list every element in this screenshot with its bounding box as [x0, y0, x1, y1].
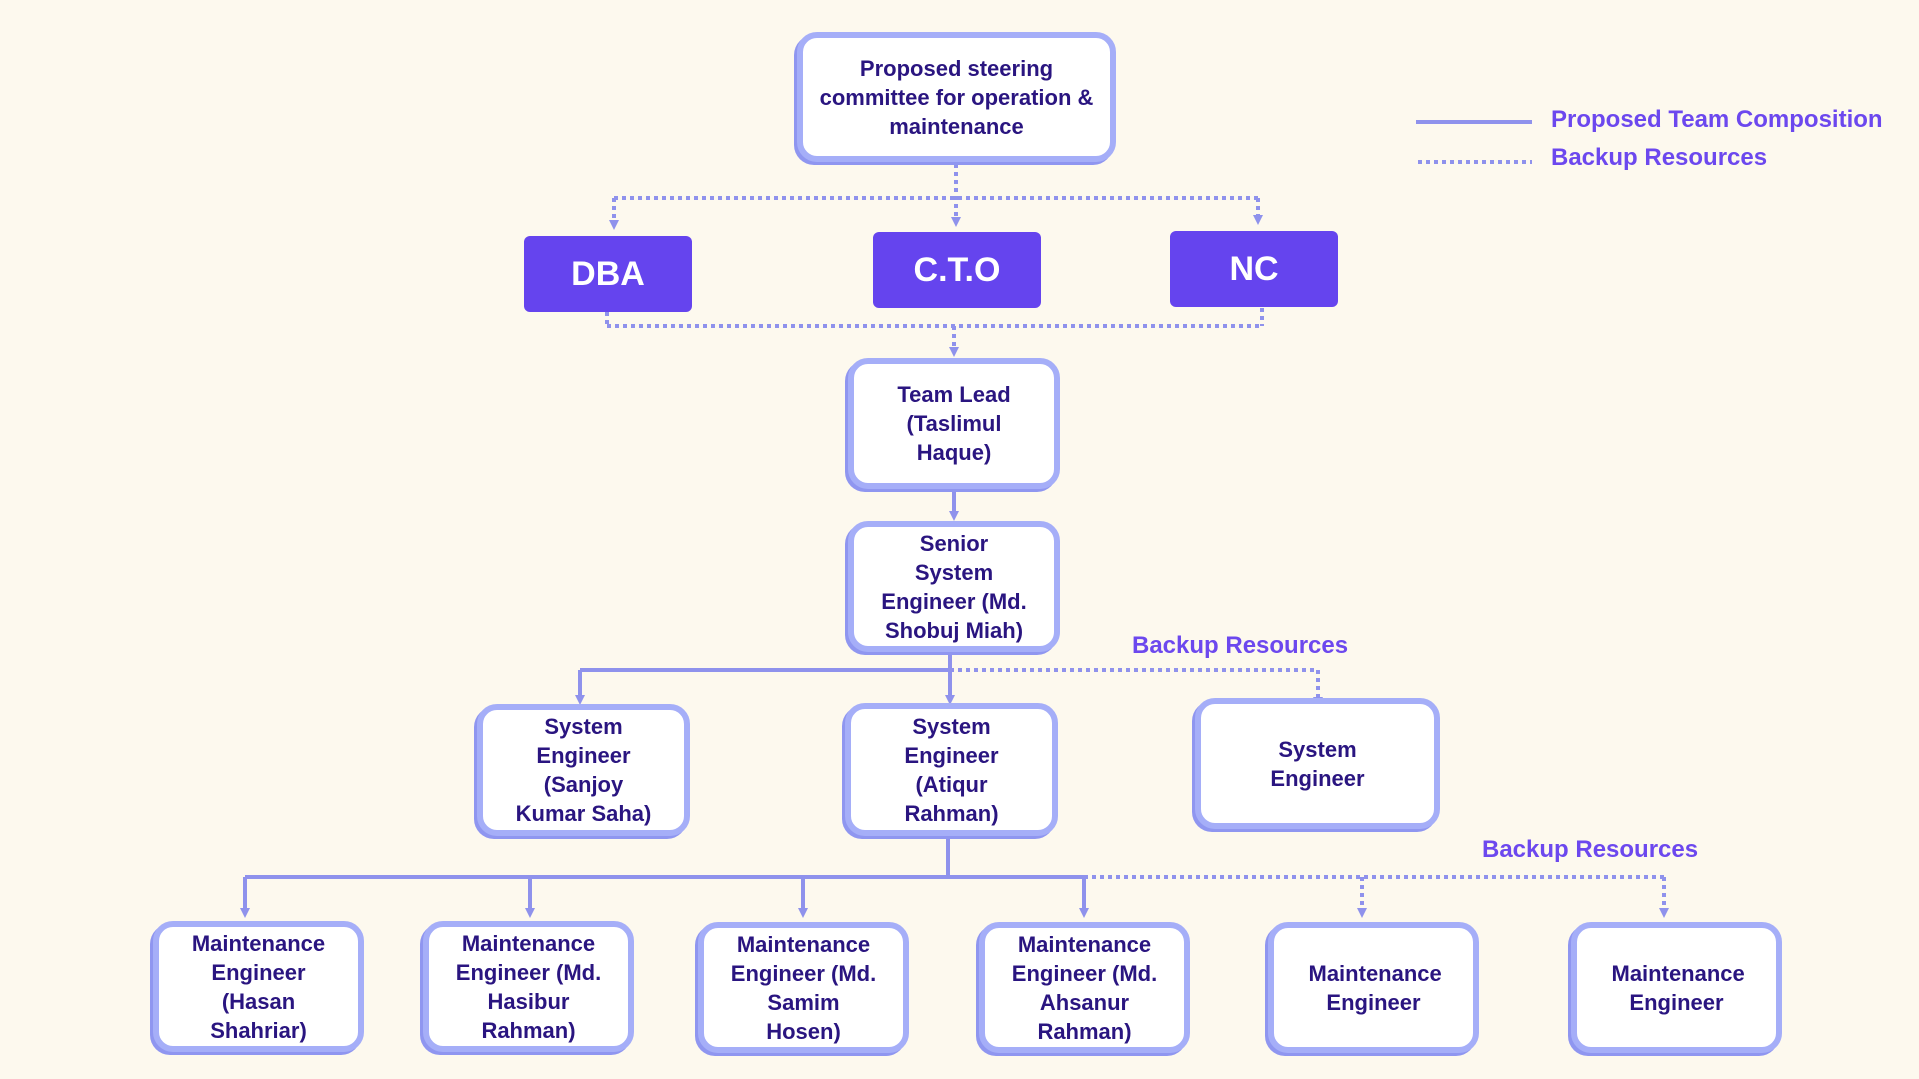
maintenance-engineer-label: Maintenance Engineer	[1308, 960, 1442, 1015]
maintenance-engineer-box-hasibur: Maintenance Engineer (Md. Hasibur Rahman…	[423, 921, 634, 1052]
backup-resources-label-system: Backup Resources	[1132, 632, 1349, 659]
senior-to-system-connector	[575, 652, 1323, 707]
maintenance-engineer-label: Maintenance Engineer	[1611, 960, 1745, 1015]
backup-resources-label-maintenance: Backup Resources	[1482, 836, 1699, 863]
senior-system-engineer-box: Senior System Engineer (Md. Shobuj Miah)	[848, 521, 1060, 652]
system-engineer-box-backup: System Engineer	[1195, 698, 1440, 829]
role-dba-label: DBA	[571, 254, 645, 293]
role-nc-label: NC	[1229, 249, 1279, 288]
maintenance-engineer-box-samim: Maintenance Engineer (Md. Samim Hosen)	[698, 922, 909, 1053]
senior-system-engineer-label: Senior System Engineer (Md. Shobuj Miah)	[881, 530, 1027, 643]
maintenance-engineer-label: Maintenance Engineer (Hasan Shahriar)	[191, 930, 326, 1043]
team-lead-box: Team Lead (Taslimul Haque)	[848, 358, 1060, 489]
steering-committee-label: Proposed steering committee for operatio…	[819, 55, 1094, 139]
maintenance-engineer-label: Maintenance Engineer (Md. Samim Hosen)	[730, 931, 877, 1044]
roles-to-teamlead-connector	[605, 308, 1264, 357]
role-cto-label: C.T.O	[913, 250, 1001, 289]
maintenance-engineer-box-backup-2: Maintenance Engineer	[1571, 922, 1782, 1053]
system-engineer-box-sanjoy: System Engineer (Sanjoy Kumar Saha)	[477, 704, 690, 836]
steering-to-roles-connector	[609, 164, 1263, 230]
maintenance-engineer-box-backup-1: Maintenance Engineer	[1268, 922, 1479, 1053]
maintenance-engineer-label: Maintenance Engineer (Md. Ahsanur Rahman…	[1011, 931, 1158, 1044]
system-to-maintenance-connector	[240, 836, 1669, 918]
system-engineer-box-atiqur: System Engineer (Atiqur Rahman)	[845, 703, 1058, 836]
role-nc: NC	[1170, 231, 1338, 307]
system-engineer-label: System Engineer	[1270, 736, 1365, 791]
steering-committee-box: Proposed steering committee for operatio…	[797, 32, 1116, 162]
system-engineer-label: System Engineer (Sanjoy Kumar Saha)	[515, 714, 652, 826]
legend-solid-label: Proposed Team Composition	[1551, 106, 1883, 133]
maintenance-engineer-label: Maintenance Engineer (Md. Hasibur Rahman…	[455, 930, 602, 1043]
role-dba: DBA	[524, 236, 692, 312]
maintenance-engineer-box-hasan: Maintenance Engineer (Hasan Shahriar)	[153, 921, 364, 1052]
maintenance-engineer-box-ahsanur: Maintenance Engineer (Md. Ahsanur Rahman…	[979, 922, 1190, 1053]
team-lead-label: Team Lead (Taslimul Haque)	[897, 382, 1011, 465]
role-cto: C.T.O	[873, 232, 1041, 308]
system-engineer-label: System Engineer (Atiqur Rahman)	[904, 713, 999, 826]
legend-dotted-label: Backup Resources	[1551, 144, 1768, 171]
